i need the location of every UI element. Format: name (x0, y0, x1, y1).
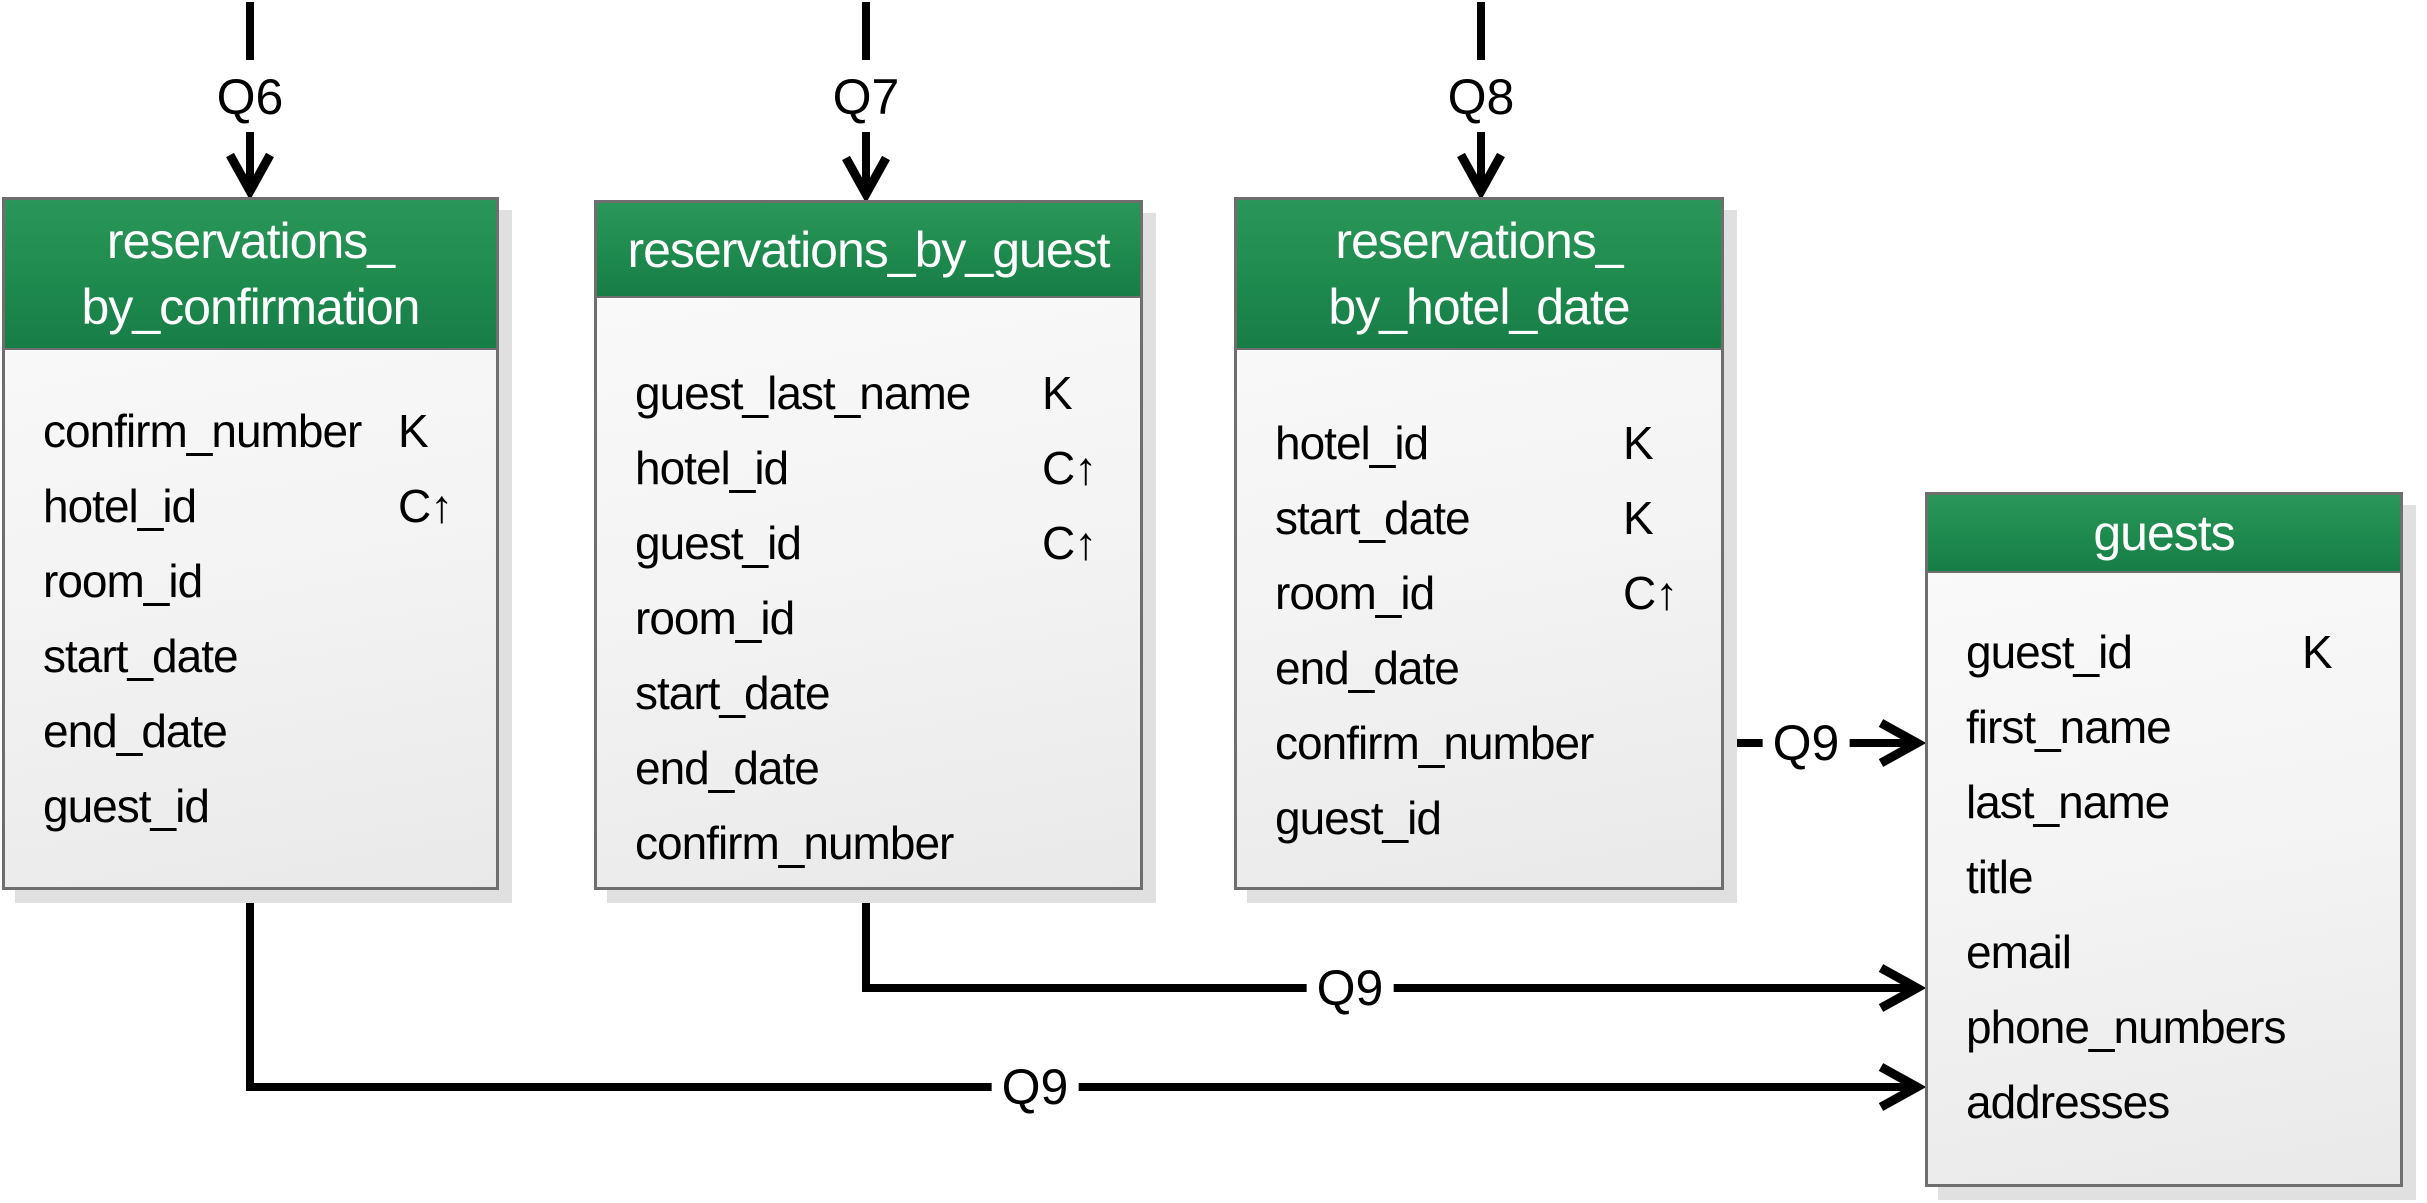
field-name: email (1966, 926, 2072, 978)
field-key-annotation: C↑ (1042, 517, 1097, 569)
field-row: hotel_id K (1237, 406, 1721, 481)
field-name: start_date (635, 667, 831, 719)
field-name: phone_numbers (1966, 1001, 2286, 1053)
field-row: first_name (1928, 690, 2400, 765)
table-title-line: reservations_ (106, 213, 395, 269)
field-name: room_id (1275, 567, 1435, 619)
field-key-annotation: C↑ (1042, 442, 1097, 494)
field-name: hotel_id (43, 480, 197, 532)
query-label-q8: Q8 (1437, 70, 1525, 124)
field-name: confirm_number (635, 817, 954, 869)
table-title-line: by_confirmation (81, 279, 421, 335)
field-row: end_date (597, 731, 1140, 806)
field-row: guest_id (1237, 781, 1721, 856)
field-name: title (1966, 851, 2034, 903)
field-row: guest_id C↑ (597, 506, 1140, 581)
field-name: last_name (1966, 776, 2170, 828)
table-title-line: reservations_by_guest (627, 221, 1110, 278)
field-name: guest_last_name (635, 367, 971, 419)
field-row: hotel_id C↑ (5, 469, 496, 544)
table-title-line: guests (2093, 505, 2235, 561)
table-header: reservations_by_guest (597, 203, 1140, 298)
field-row: start_date (5, 619, 496, 694)
table-header: reservations_ by_hotel_date (1237, 200, 1721, 350)
field-row: confirm_number (1237, 706, 1721, 781)
field-row: start_date (597, 656, 1140, 731)
query-label-q6: Q6 (206, 70, 294, 124)
field-row: room_id (597, 581, 1140, 656)
field-name: room_id (43, 555, 203, 607)
table-header: guests (1928, 495, 2400, 573)
field-name: end_date (635, 742, 820, 794)
field-name: guest_id (635, 517, 802, 569)
query-label-q9-confirmation: Q9 (991, 1060, 1079, 1114)
field-key-annotation: K (2302, 626, 2333, 678)
field-row: room_id C↑ (1237, 556, 1721, 631)
field-name: start_date (43, 630, 239, 682)
field-name: start_date (1275, 492, 1471, 544)
field-name: confirm_number (43, 405, 362, 457)
field-name: guest_id (1966, 626, 2133, 678)
table-title-line: reservations_ (1335, 213, 1623, 269)
field-name: first_name (1966, 701, 2172, 753)
field-key-annotation: C↑ (1623, 567, 1678, 619)
field-row: addresses (1928, 1065, 2400, 1140)
table-title-line: by_hotel_date (1328, 279, 1630, 335)
field-row: end_date (5, 694, 496, 769)
field-row: confirm_number K (5, 394, 496, 469)
field-name: hotel_id (1275, 417, 1429, 469)
field-row: guest_id K (1928, 615, 2400, 690)
field-row: room_id (5, 544, 496, 619)
field-row: confirm_number (597, 806, 1140, 881)
field-name: guest_id (1275, 792, 1442, 844)
field-key-annotation: K (398, 405, 429, 457)
field-name: hotel_id (635, 442, 789, 494)
q9-arrow-confirmation-to-guests (246, 892, 1927, 1111)
query-label-q7: Q7 (822, 70, 910, 124)
field-row: title (1928, 840, 2400, 915)
field-name: end_date (1275, 642, 1460, 694)
field-name: guest_id (43, 780, 210, 832)
field-name: confirm_number (1275, 717, 1594, 769)
field-key-annotation: K (1623, 492, 1654, 544)
field-row: hotel_id C↑ (597, 431, 1140, 506)
field-name: addresses (1966, 1076, 2170, 1128)
field-row: last_name (1928, 765, 2400, 840)
field-key-annotation: C↑ (398, 480, 453, 532)
field-row: start_date K (1237, 481, 1721, 556)
query-label-q9-hotel-date: Q9 (1762, 716, 1850, 770)
entity-table-reservations-by-confirmation: reservations_ by_confirmation confirm_num… (2, 197, 499, 890)
field-key-annotation: K (1042, 367, 1073, 419)
field-name: end_date (43, 705, 228, 757)
field-row: guest_id (5, 769, 496, 844)
field-key-annotation: K (1623, 417, 1654, 469)
field-row: email (1928, 915, 2400, 990)
field-row: end_date (1237, 631, 1721, 706)
field-name: room_id (635, 592, 795, 644)
field-row: phone_numbers (1928, 990, 2400, 1065)
field-row: guest_last_name K (597, 356, 1140, 431)
query-label-q9-guest: Q9 (1306, 961, 1394, 1015)
table-header: reservations_ by_confirmation (5, 200, 496, 350)
